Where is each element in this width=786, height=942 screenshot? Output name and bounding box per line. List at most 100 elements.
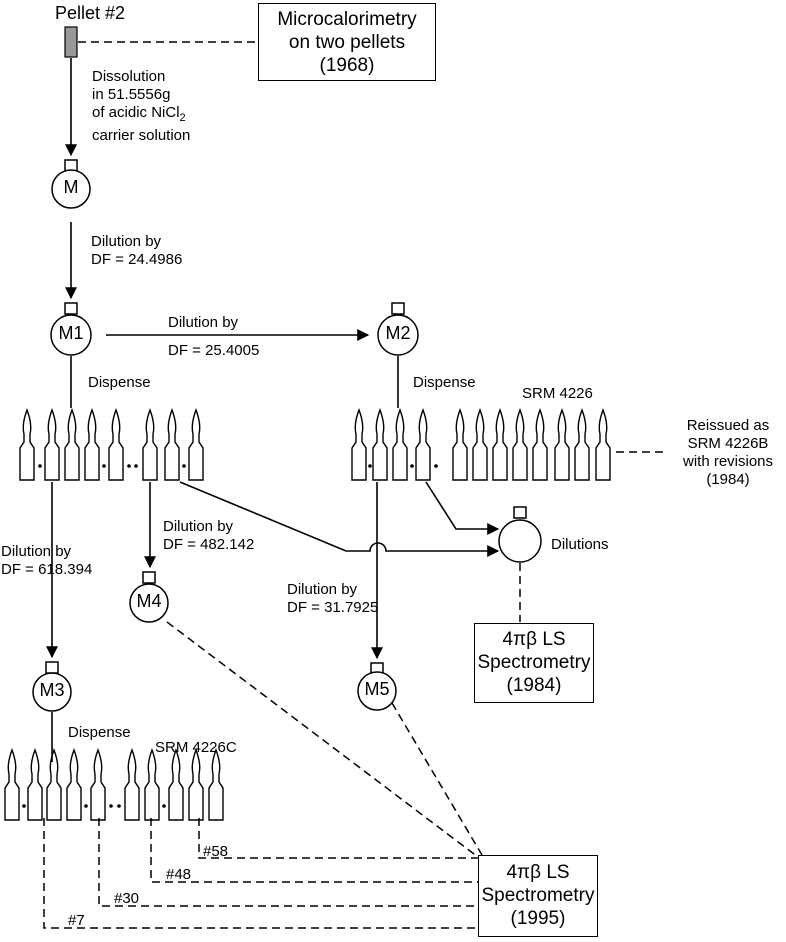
ampoule-row-m1 — [19, 408, 204, 481]
ampoule-58-dashed — [198, 818, 478, 859]
dilution-m3-line2: DF = 618.394 — [1, 561, 93, 578]
dissolution-line2: in 51.5556g — [92, 86, 171, 103]
ampoule-icon — [472, 408, 488, 481]
ampoule-icon — [351, 408, 367, 481]
ampoule-icon — [84, 408, 100, 481]
ampoule-icon — [124, 748, 140, 821]
separator-dot — [434, 464, 438, 468]
ampoule-icon — [512, 408, 528, 481]
reissued-label: Reissued as SRM 4226B with revisions (19… — [680, 417, 776, 489]
separator-dot — [368, 464, 372, 468]
ampoule-icon — [19, 408, 35, 481]
dispense-m3-label: Dispense — [68, 724, 131, 741]
ampoule-30-dashed — [98, 818, 478, 907]
ls-1984-line3: (1984) — [506, 675, 562, 696]
dilution-m4-line2: DF = 482.142 — [163, 536, 255, 553]
separator-dot — [182, 464, 186, 468]
dilution-m5-line1: Dilution by — [287, 581, 358, 598]
flask-m1-shape — [50, 302, 92, 356]
ampoule-row-m3 — [4, 748, 224, 821]
flask-m3-label: M3 — [39, 680, 65, 700]
dilution-m3-line1: Dilution by — [1, 543, 72, 560]
flask-m-shape — [51, 159, 91, 209]
dilutions-flask-shape — [498, 506, 542, 563]
dispense-m1-label: Dispense — [88, 374, 151, 391]
ampoule-icon — [168, 748, 184, 821]
ampoule-icon — [372, 408, 388, 481]
separator-dot — [127, 464, 131, 468]
dissolution-line3-text: of acidic NiCl — [92, 104, 180, 121]
flask-m4-shape — [129, 571, 169, 623]
microcal-box: Microcalorimetry on two pellets (1968) — [258, 3, 436, 81]
ampoule-icon — [66, 748, 82, 821]
separator-dot — [162, 804, 166, 808]
separator-dot — [134, 464, 138, 468]
microcal-line2: on two pellets — [288, 32, 406, 53]
ls-1984-line1: 4πβ LS — [502, 629, 566, 650]
row2-to-dilutions-arrow — [425, 481, 500, 535]
reissued-line2: SRM 4226B — [687, 435, 769, 452]
ampoule-icon — [574, 408, 590, 481]
dilution-m-label: Dilution by DF = 24.4986 — [91, 233, 182, 269]
dissolution-label: Dissolution in 51.5556g of acidic NiCl2 … — [92, 68, 190, 145]
ampoule-7-dashed — [43, 818, 478, 929]
ampoule-icon — [554, 408, 570, 481]
ampoule-icon — [27, 748, 43, 821]
dilution-m-line2: DF = 24.4986 — [91, 251, 183, 268]
dissolution-line1: Dissolution — [92, 68, 166, 85]
separator-dot — [38, 464, 42, 468]
ampoule-icon — [452, 408, 468, 481]
srm-4226-label: SRM 4226 — [522, 385, 593, 402]
separator-dot — [117, 804, 121, 808]
dilution-m3-label: Dilution by DF = 618.394 — [1, 543, 92, 579]
dispense-m2-label: Dispense — [413, 374, 476, 391]
dilution-m2-line1: Dilution by — [168, 314, 239, 331]
reissued-line1: Reissued as — [686, 417, 770, 434]
reissued-line4: (1984) — [706, 471, 750, 488]
ampoule-7-label: #7 — [68, 912, 85, 929]
ampoule-48-label: #48 — [166, 866, 192, 883]
ampoule-icon — [532, 408, 548, 481]
dilution-m4-label: Dilution by DF = 482.142 — [163, 518, 254, 554]
flask-m3-shape — [32, 661, 72, 712]
separator-dot — [102, 464, 106, 468]
ls-1984-box: 4πβ LS Spectrometry (1984) — [474, 623, 594, 703]
ampoule-icon — [142, 408, 158, 481]
microcal-line3: (1968) — [319, 55, 375, 76]
flask-m4-label: M4 — [136, 591, 162, 611]
ampoule-icon — [46, 748, 62, 821]
ampoule-icon — [108, 408, 124, 481]
ampoule-58-label: #58 — [203, 843, 229, 860]
ampoule-icon — [595, 408, 611, 481]
flask-m2-label: M2 — [385, 323, 411, 343]
ampoule-30-label: #30 — [114, 890, 140, 907]
ampoule-icon — [392, 408, 408, 481]
ampoule-icon — [188, 748, 204, 821]
ampoule-icon — [4, 748, 20, 821]
flask-m5-shape — [357, 662, 397, 711]
ampoule-icon — [208, 748, 224, 821]
microcal-line1: Microcalorimetry — [277, 9, 417, 30]
separator-dot — [22, 804, 26, 808]
ls-1995-box: 4πβ LS Spectrometry (1995) — [478, 855, 598, 937]
ls-1995-line1: 4πβ LS — [506, 862, 570, 883]
ampoule-icon — [90, 748, 106, 821]
ampoule-icon — [144, 748, 160, 821]
dissolution-line3-sub: 2 — [179, 112, 186, 124]
srm-4226c-label: SRM 4226C — [155, 739, 237, 756]
flask-m-label: M — [63, 177, 79, 197]
separator-dot — [410, 464, 414, 468]
pellet-label: Pellet #2 — [55, 3, 126, 23]
flask-m2-shape — [377, 302, 419, 356]
dissolution-line4: carrier solution — [92, 127, 191, 144]
ampoule-icon — [64, 408, 80, 481]
dilution-m2-line2: DF = 25.4005 — [168, 342, 260, 359]
dilution-m5-label: Dilution by DF = 31.7925 — [287, 581, 378, 617]
dilution-m-line1: Dilution by — [91, 233, 162, 250]
ls-1995-line3: (1995) — [510, 908, 566, 929]
reissued-line3: with revisions — [682, 453, 774, 470]
ampoule-icon — [164, 408, 180, 481]
dilutions-label: Dilutions — [551, 536, 609, 553]
ampoule-icon — [492, 408, 508, 481]
